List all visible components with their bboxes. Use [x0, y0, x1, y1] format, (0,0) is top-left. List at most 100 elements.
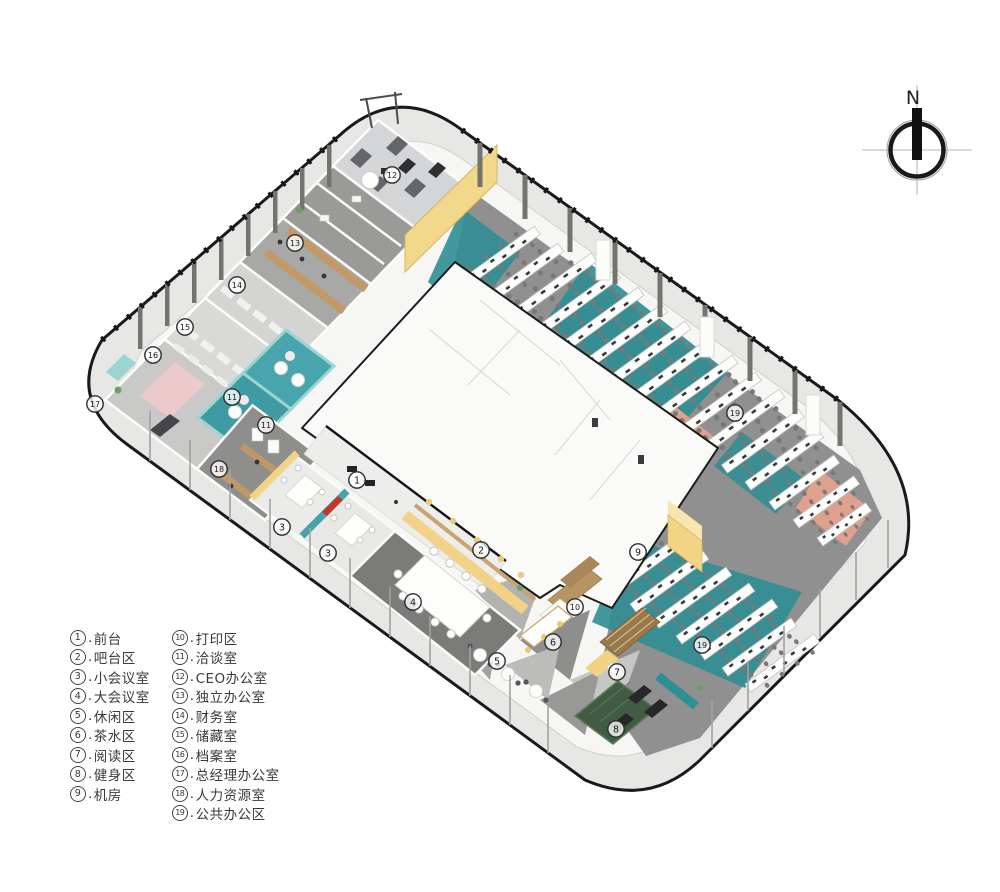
legend-column-left: 1.前台 2.吧台区 3.小会议室 4.大会议室 5.休闲区 6.茶水区 7.阅…: [70, 628, 150, 823]
plan-label-19a: 19: [726, 404, 744, 422]
legend-number-2: 2: [70, 649, 86, 666]
legend-number-12: 12: [171, 668, 188, 685]
svg-text:9: 9: [635, 547, 641, 558]
legend-number-7: 7: [70, 746, 86, 763]
legend-label-9: 机房: [93, 787, 122, 804]
teal-wall: [655, 672, 699, 710]
legend-number-14: 14: [171, 707, 188, 724]
svg-text:12: 12: [387, 171, 397, 180]
plan-label-9: 9: [629, 543, 647, 561]
plan-label-1: 1: [348, 471, 366, 489]
legend-number-5: 5: [70, 707, 86, 724]
svg-text:10: 10: [570, 603, 580, 612]
interior-columns: [595, 239, 821, 436]
yellow-wall: [249, 450, 300, 501]
glass-mullions-southeast: [711, 520, 889, 748]
svg-text:1: 1: [354, 475, 360, 486]
wood-desk-row: [263, 248, 347, 315]
yellow-booth: [667, 514, 703, 573]
legend-label-12: CEO办公室: [195, 670, 268, 687]
gm-desk: [150, 414, 180, 437]
legend-label-18: 人力资源室: [195, 787, 266, 804]
legend-number-16: 16: [171, 746, 188, 763]
svg-text:3: 3: [279, 522, 285, 533]
plan-label-16: 16: [144, 346, 162, 364]
legend-label-4: 大会议室: [93, 690, 150, 707]
legend-item-2: 2.吧台区: [70, 648, 150, 668]
svg-text:19: 19: [730, 409, 740, 418]
pink-sofa: [140, 362, 205, 418]
legend-number-8: 8: [70, 766, 86, 783]
roof-clips-northwest: [100, 132, 342, 343]
yellow-partition-wall: [404, 143, 498, 274]
plan-label-12: 12: [383, 166, 401, 184]
plan-label-18: 18: [210, 460, 228, 478]
yellow-booth-top: [668, 500, 702, 541]
legend-label-13: 独立办公室: [195, 690, 266, 707]
legend-label-6: 茶水区: [93, 729, 136, 746]
core-door-mark: [638, 455, 644, 464]
svg-text:5: 5: [494, 656, 500, 667]
tv-screen: [322, 496, 343, 516]
room-block-inner: [195, 328, 699, 745]
legend-number-1: 1: [70, 629, 86, 646]
legend-item-4: 4.大会议室: [70, 687, 150, 707]
roof-antenna: [359, 91, 403, 129]
svg-text:13: 13: [290, 239, 300, 248]
plan-label-10: 10: [566, 598, 584, 616]
compass-north-letter: N: [906, 87, 920, 109]
tea-area: [519, 605, 573, 653]
svg-text:16: 16: [148, 351, 158, 360]
legend-label-7: 阅读区: [93, 748, 136, 765]
legend-item-13: 13.独立办公室: [171, 687, 280, 707]
legend-label-15: 储藏室: [195, 729, 238, 746]
legend-item-5: 5.休闲区: [70, 706, 150, 726]
legend-item-16: 16.档案室: [171, 745, 280, 765]
bar-yellow-wall: [401, 510, 529, 615]
leisure-area: [467, 643, 549, 703]
plan-label-2: 2: [472, 541, 490, 559]
plan-label-3b: 3: [319, 544, 337, 562]
plan-labels: 1 2 3 3 4 5 6 7 8 9 10 11 11 12 13 14 15…: [86, 166, 744, 738]
plan-label-4: 4: [404, 593, 422, 611]
legend-number-11: 11: [171, 649, 188, 666]
legend-item-1: 1.前台: [70, 628, 150, 648]
plan-label-7: 7: [608, 663, 626, 681]
plan-label-11a: 11: [223, 388, 241, 406]
svg-text:11: 11: [227, 393, 237, 402]
plan-label-19b: 19: [693, 636, 711, 654]
legend-item-3: 3.小会议室: [70, 667, 150, 687]
legend-label-14: 财务室: [195, 709, 238, 726]
legend-number-3: 3: [70, 668, 86, 685]
legend-number-6: 6: [70, 727, 86, 744]
ceo-round-table: [361, 171, 379, 189]
teal-carpet-upper: [545, 262, 728, 428]
svg-text:18: 18: [214, 465, 224, 474]
plan-label-8: 8: [607, 720, 625, 738]
legend-item-7: 7.阅读区: [70, 745, 150, 765]
svg-text:19: 19: [697, 641, 707, 650]
legend-item-18: 18.人力资源室: [171, 784, 280, 804]
reception-desk: [365, 480, 375, 486]
legend-item-11: 11.洽谈室: [171, 648, 280, 667]
legend-item-9: 9.机房: [70, 784, 150, 804]
legend-item-10: 10.打印区: [171, 628, 280, 648]
room-conference: [348, 529, 522, 677]
legend-item-17: 17.总经理办公室: [171, 765, 280, 785]
legend-label-17: 总经理办公室: [195, 768, 280, 785]
reception-desk: [347, 466, 357, 472]
svg-text:14: 14: [232, 281, 242, 290]
legend-column-right: 10.打印区 11.洽谈室 12.CEO办公室 13.独立办公室 14.财务室 …: [171, 628, 280, 823]
legend-number-13: 13: [171, 688, 188, 705]
legend-label-2: 吧台区: [93, 651, 136, 668]
core-door-mark: [592, 418, 598, 427]
plan-label-11b: 11: [257, 416, 275, 434]
svg-text:3: 3: [325, 548, 331, 559]
legend-item-8: 8.健身区: [70, 765, 150, 785]
svg-text:15: 15: [180, 323, 190, 332]
legend-item-15: 15.储藏室: [171, 726, 280, 746]
legend-number-15: 15: [171, 727, 188, 744]
legend-label-1: 前台: [93, 631, 122, 648]
legend-label-8: 健身区: [93, 768, 136, 785]
